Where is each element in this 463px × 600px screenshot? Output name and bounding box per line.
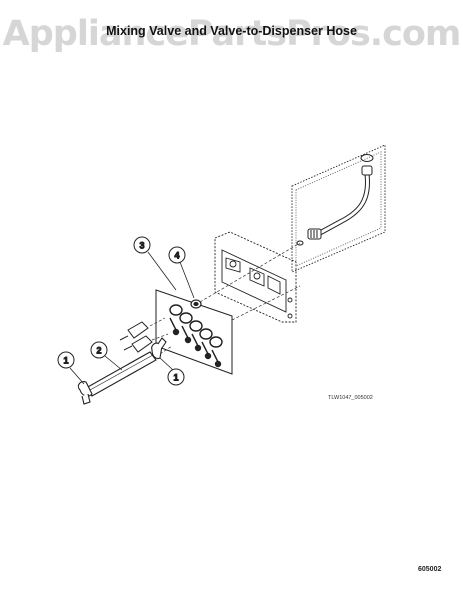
callout-1-right-label: 1 [173, 373, 178, 383]
callout-2: 2 [90, 341, 108, 359]
callout-4-label: 4 [174, 251, 179, 261]
diagram-title: Mixing Valve and Valve-to-Dispenser Hose [106, 24, 357, 38]
fill-hose [85, 351, 157, 397]
dispenser-hose [296, 154, 374, 246]
page-code: 605002 [418, 566, 442, 573]
alignment-lines [149, 242, 301, 355]
callout-4: 4 [168, 246, 186, 264]
callout-3: 3 [133, 236, 151, 254]
hose-clamp-right [151, 337, 167, 360]
callout-1-left: 1 [57, 351, 75, 369]
watermark-logo: AppliancePartsPros.com [2, 14, 462, 54]
cabinet-rail [214, 231, 297, 323]
callout-leaders [69, 251, 195, 385]
dispenser-panel [291, 144, 386, 273]
callout-3-label: 3 [139, 241, 144, 251]
callout-1-right: 1 [167, 368, 185, 386]
hose-clamp-left [77, 381, 93, 405]
figure-caption: TLW1047_005002 [328, 395, 373, 401]
mixing-valve-assembly [119, 289, 233, 375]
inlet-washer [190, 299, 202, 309]
callout-1-left-label: 1 [63, 356, 68, 366]
callout-2-label: 2 [96, 346, 101, 356]
